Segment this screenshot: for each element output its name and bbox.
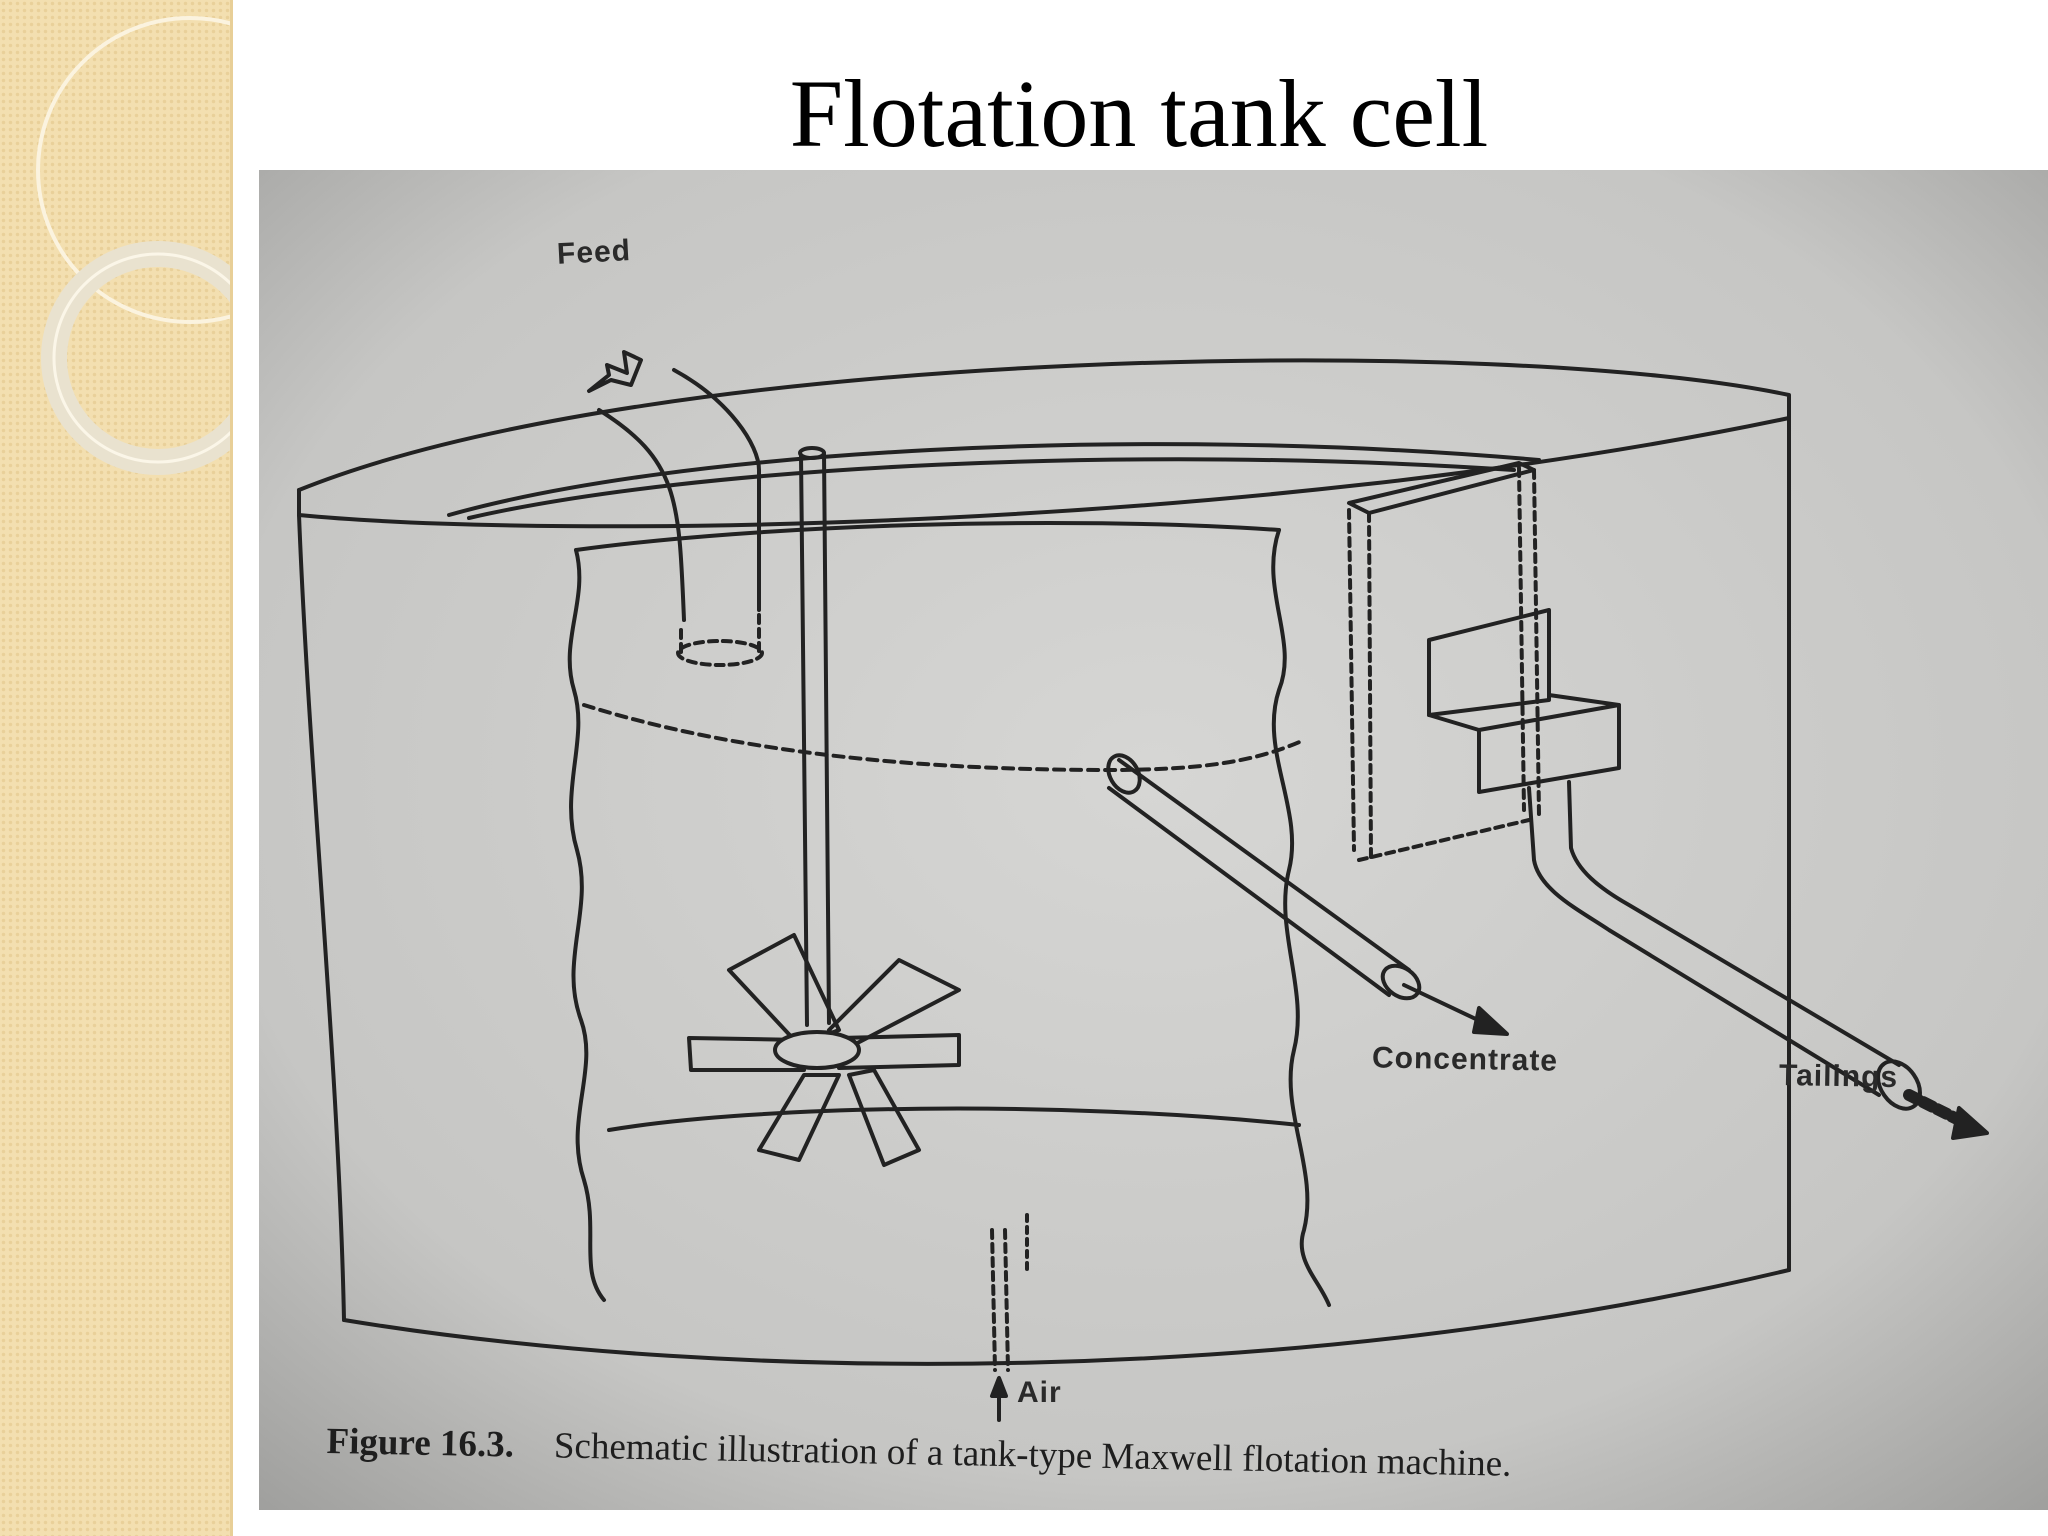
label-feed: Feed bbox=[556, 234, 632, 271]
tailings-box-front bbox=[1477, 703, 1621, 794]
impeller-blade-front-left bbox=[757, 1073, 841, 1162]
air-arrow-head bbox=[990, 1376, 1008, 1398]
decorative-rings bbox=[36, 16, 230, 475]
cutaway-top bbox=[574, 520, 1281, 552]
decorative-ring-inner bbox=[52, 252, 230, 464]
impeller-shaft bbox=[799, 451, 831, 1027]
decorative-sidebar bbox=[0, 0, 233, 1536]
tailings-arrow-head bbox=[1951, 1106, 1989, 1140]
flotation-tank-diagram bbox=[259, 170, 2048, 1510]
tank-front-rim bbox=[297, 416, 1791, 529]
tailings-box-back bbox=[1427, 608, 1551, 717]
feed-pipe-outlet bbox=[676, 639, 764, 667]
paper-background bbox=[259, 170, 2048, 1510]
label-concentrate: Concentrate bbox=[1371, 1041, 1559, 1078]
tank-rim-inner-1 bbox=[447, 442, 1541, 517]
tailings-pipe-outlet bbox=[1876, 1059, 1922, 1111]
tailings-weir-dashed-right bbox=[1517, 466, 1541, 817]
tank-rim-inner-2 bbox=[467, 457, 1516, 520]
figure-number: Figure 16.3. bbox=[326, 1420, 515, 1466]
tank-rim-outer bbox=[297, 358, 1791, 492]
tank-wall-left bbox=[297, 513, 346, 1322]
feed-pipe-left-wall bbox=[597, 408, 686, 622]
concentrate-pipe-bottom bbox=[1107, 786, 1391, 997]
tailings-weir-dashed-bottom bbox=[1357, 818, 1531, 862]
concentrate-arrow-head bbox=[1472, 1006, 1509, 1036]
shaft-top bbox=[798, 446, 826, 460]
cutaway-edge-left bbox=[567, 548, 606, 1302]
label-tailings: Tailings bbox=[1778, 1058, 1899, 1095]
slide-title: Flotation tank cell bbox=[789, 60, 1489, 167]
feed-pipe-right-wall bbox=[672, 368, 761, 612]
feed-arrow-icon bbox=[587, 350, 643, 393]
label-air: Air bbox=[1017, 1376, 1062, 1409]
tailings-pipe-top bbox=[1527, 786, 1881, 1097]
concentrate-pipe-inlet bbox=[1106, 753, 1142, 795]
impeller-blade-left bbox=[687, 1036, 806, 1072]
tailings-pipe-bottom bbox=[1567, 780, 1901, 1067]
cutaway-edge-right bbox=[1271, 528, 1331, 1307]
impeller-blade-back-left bbox=[727, 933, 841, 1047]
air-pipe-dashed bbox=[990, 1228, 1010, 1372]
impeller-zone-floor bbox=[607, 1106, 1301, 1132]
decorative-ring-thick bbox=[41, 241, 230, 475]
froth-level-line bbox=[582, 703, 1306, 772]
impeller-blade-front-right bbox=[847, 1068, 921, 1167]
scanned-figure-photo: Feed Concentrate Tailings Air Figure 16.… bbox=[259, 170, 2048, 1510]
decorative-ring-large bbox=[36, 16, 230, 324]
tank-bottom bbox=[342, 1268, 1791, 1366]
concentrate-pipe-top bbox=[1117, 758, 1411, 972]
tailings-box-top bbox=[1427, 693, 1621, 732]
tailings-weir-dashed-left bbox=[1347, 508, 1373, 862]
impeller-hub bbox=[773, 1030, 861, 1070]
